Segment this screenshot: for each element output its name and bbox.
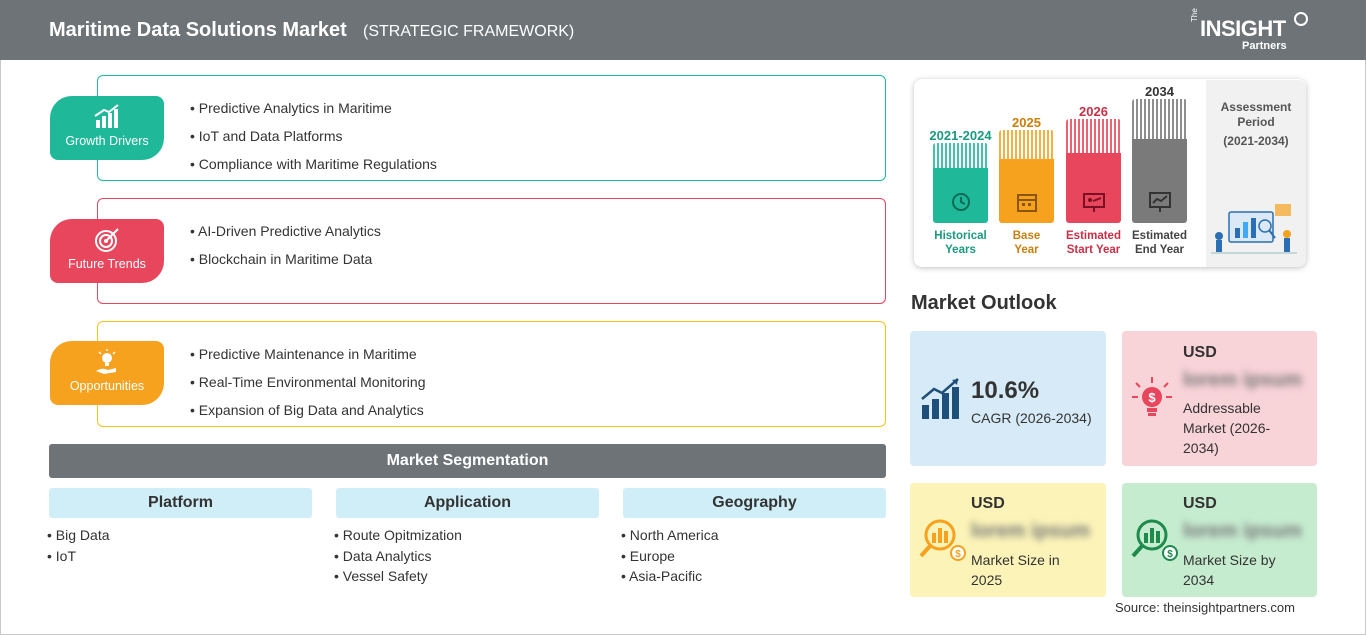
market-size-2025-value: lorem ipsum <box>971 520 1090 542</box>
future-trends-card: AI-Driven Predictive Analytics Blockchai… <box>97 198 886 304</box>
bar-chart-growth-icon <box>94 104 119 128</box>
list-item: Data Analytics <box>334 546 462 567</box>
assessment-illustration-icon <box>1211 204 1297 254</box>
magnifier-chart-icon: $ <box>1131 519 1178 561</box>
calendar-icon <box>1017 194 1037 212</box>
market-size-2025-label: Market Size in 2025 <box>971 552 1060 588</box>
usd-label: USD <box>971 495 1005 512</box>
market-size-2034-box: $ USD lorem ipsum Market Size by 2034 <box>1122 483 1317 597</box>
list-item: IoT and Data Platforms <box>190 122 437 150</box>
insight-partners-logo[interactable]: The INSIGHT Partners <box>1190 8 1310 54</box>
lightbulb-hand-icon <box>96 349 116 374</box>
list-item: Big Data <box>47 525 110 546</box>
cagr-box: 10.6% CAGR (2026-2034) <box>910 331 1106 466</box>
addressable-value: lorem ipsum <box>1183 369 1302 391</box>
timeline-year: 2026 <box>1079 104 1108 119</box>
future-trends-list: AI-Driven Predictive Analytics Blockchai… <box>190 217 381 273</box>
target-icon <box>95 228 119 252</box>
page-title: Maritime Data Solutions Market <box>49 19 347 41</box>
segment-list-platform: Big Data IoT <box>47 525 110 566</box>
idea-dollar-icon: $ <box>1132 377 1172 416</box>
opportunities-list: Predictive Maintenance in Maritime Real-… <box>190 340 426 424</box>
cagr-value: 10.6% <box>971 377 1040 404</box>
growth-drivers-badge: Growth Drivers <box>50 96 164 160</box>
opportunities-card: Predictive Maintenance in Maritime Real-… <box>97 321 886 427</box>
segment-list-application: Route Opitmization Data Analytics Vessel… <box>334 525 462 587</box>
list-item: Asia-Pacific <box>621 566 719 587</box>
list-item: Blockchain in Maritime Data <box>190 245 381 273</box>
segment-head-platform: Platform <box>49 488 312 518</box>
list-item: Compliance with Maritime Regulations <box>190 150 437 178</box>
monitor-chart-icon <box>1149 192 1171 212</box>
usd-label: USD <box>1183 344 1217 361</box>
list-item: IoT <box>47 546 110 567</box>
segment-list-geography: North America Europe Asia-Pacific <box>621 525 719 587</box>
timeline-bar <box>933 168 988 223</box>
svg-text:$: $ <box>955 549 961 560</box>
market-size-2034-value: lorem ipsum <box>1183 520 1302 542</box>
svg-text:$: $ <box>1167 549 1173 560</box>
source-credit: Source: theinsightpartners.com <box>1115 600 1295 615</box>
market-size-2034-label: Market Size by 2034 <box>1183 552 1276 588</box>
badge-label: Growth Drivers <box>65 134 149 148</box>
timeline-bar-stripes <box>1066 119 1121 153</box>
presentation-icon <box>1083 193 1105 212</box>
logo-magnifier-icon <box>1294 12 1308 26</box>
growth-drivers-card: Predictive Analytics in Maritime IoT and… <box>97 75 886 181</box>
timeline-year: 2021-2024 <box>929 128 992 143</box>
header-bar: Maritime Data Solutions Market (STRATEGI… <box>0 0 1366 60</box>
segment-head-application: Application <box>336 488 599 518</box>
future-trends-badge: Future Trends <box>50 219 164 283</box>
badge-label: Opportunities <box>69 379 145 393</box>
list-item: Predictive Analytics in Maritime <box>190 94 437 122</box>
magnifier-dollar-icon: $ <box>919 519 966 561</box>
list-item: Vessel Safety <box>334 566 462 587</box>
opportunities-badge: Opportunities <box>50 341 164 405</box>
list-item: AI-Driven Predictive Analytics <box>190 217 381 245</box>
market-outlook-title: Market Outlook <box>911 292 1057 314</box>
market-segmentation-title: Market Segmentation <box>49 444 886 478</box>
market-size-2025-box: $ USD lorem ipsum Market Size in 2025 <box>910 483 1106 597</box>
svg-text:$: $ <box>1148 390 1156 405</box>
timeline-bar-stripes <box>933 143 988 168</box>
timeline-bar <box>999 159 1054 223</box>
assessment-period-text: Assessment Period (2021-2034) <box>1220 100 1292 148</box>
list-item: Europe <box>621 546 719 567</box>
badge-label: Future Trends <box>68 257 146 271</box>
growth-drivers-list: Predictive Analytics in Maritime IoT and… <box>190 94 437 178</box>
timeline-bar-stripes <box>999 130 1054 159</box>
page-subtitle: (STRATEGIC FRAMEWORK) <box>363 23 575 40</box>
history-icon <box>952 193 970 211</box>
timeline-year: 2034 <box>1145 84 1174 99</box>
timeline-year: 2025 <box>1012 115 1041 130</box>
addressable-market-box: $ USD lorem ipsum Addressable Market (20… <box>1122 331 1317 466</box>
list-item: Expansion of Big Data and Analytics <box>190 396 425 424</box>
list-item: Predictive Maintenance in Maritime <box>190 340 425 368</box>
list-item: Real-Time Environmental Monitoring <box>190 368 426 396</box>
cagr-label: CAGR (2026-2034) <box>971 410 1092 426</box>
growth-chart-icon <box>921 378 959 419</box>
addressable-label: Addressable Market (2026- 2034) <box>1183 400 1271 456</box>
usd-label: USD <box>1183 495 1217 512</box>
segment-head-geography: Geography <box>623 488 886 518</box>
list-item: Route Opitmization <box>334 525 462 546</box>
timeline-bar-stripes <box>1132 99 1187 139</box>
list-item: North America <box>621 525 719 546</box>
